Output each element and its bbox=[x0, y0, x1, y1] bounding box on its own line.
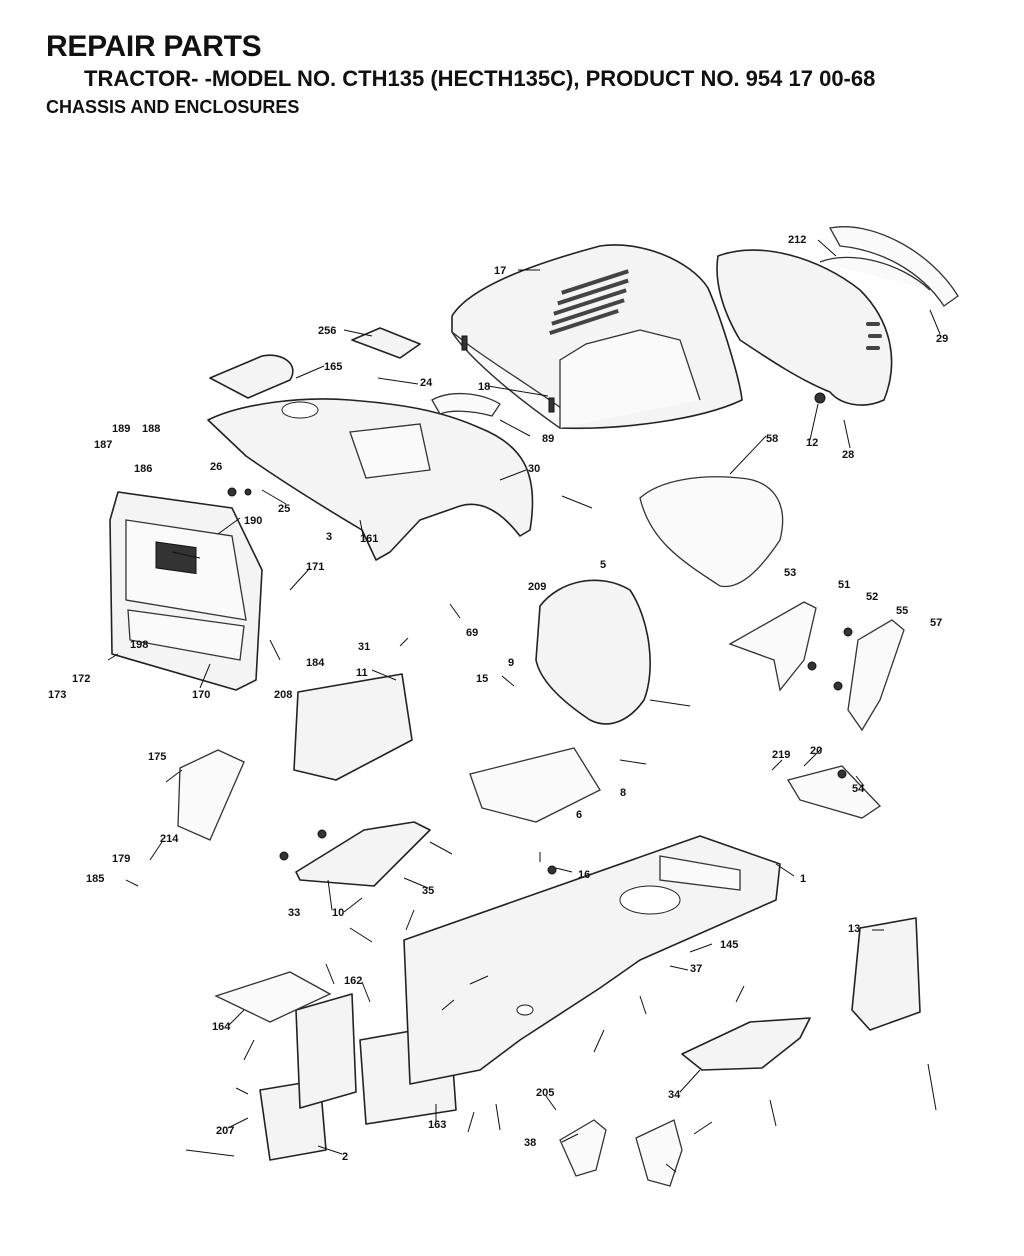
callout-38: 38 bbox=[524, 1137, 536, 1149]
callout-179: 179 bbox=[112, 853, 130, 865]
callout-209: 209 bbox=[528, 581, 546, 593]
callout-208: 208 bbox=[274, 689, 292, 701]
hood-drawing bbox=[451, 244, 743, 430]
callout-31: 31 bbox=[358, 641, 370, 653]
callout-10: 10 bbox=[332, 907, 344, 919]
callout-5: 5 bbox=[600, 559, 606, 571]
plate-175-drawing bbox=[177, 749, 245, 841]
callout-256: 256 bbox=[318, 325, 336, 337]
callout-214: 214 bbox=[160, 833, 179, 845]
callout-163: 163 bbox=[428, 1119, 446, 1131]
callout-164: 164 bbox=[212, 1021, 231, 1033]
part-drawings bbox=[109, 226, 959, 1187]
callout-173: 173 bbox=[48, 689, 66, 701]
callout-30: 30 bbox=[528, 463, 540, 475]
callout-16: 16 bbox=[578, 869, 590, 881]
callout-188: 188 bbox=[142, 423, 160, 435]
callout-186: 186 bbox=[134, 463, 152, 475]
callout-55: 55 bbox=[896, 605, 908, 617]
callout-54: 54 bbox=[852, 783, 865, 795]
callout-13: 13 bbox=[848, 923, 860, 935]
callout-187: 187 bbox=[94, 439, 112, 451]
callout-1: 1 bbox=[800, 873, 806, 885]
pedal-bracket-drawing bbox=[728, 601, 817, 692]
callout-34: 34 bbox=[668, 1089, 681, 1101]
callout-52: 52 bbox=[866, 591, 878, 603]
callout-28: 28 bbox=[842, 449, 854, 461]
callout-18: 18 bbox=[478, 381, 490, 393]
callout-161: 161 bbox=[360, 533, 378, 545]
callout-53: 53 bbox=[784, 567, 796, 579]
callout-6: 6 bbox=[576, 809, 582, 821]
callout-185: 185 bbox=[86, 873, 104, 885]
callout-184: 184 bbox=[306, 657, 325, 669]
callout-12: 12 bbox=[806, 437, 818, 449]
leader-lines bbox=[107, 239, 941, 1173]
bracket-55-drawing bbox=[847, 619, 905, 732]
plate-164-drawing bbox=[214, 971, 332, 1023]
bracket-20-drawing bbox=[786, 765, 882, 819]
dash-bracket-drawing bbox=[109, 491, 263, 691]
callout-69: 69 bbox=[466, 627, 478, 639]
tank-cover-drawing bbox=[535, 579, 651, 725]
callout-17: 17 bbox=[494, 265, 506, 277]
footrest-right-drawing bbox=[681, 1017, 811, 1071]
callout-11: 11 bbox=[356, 667, 368, 679]
section-title: CHASSIS AND ENCLOSURES bbox=[46, 97, 300, 117]
footrest-left-drawing bbox=[295, 821, 431, 887]
callout-172: 172 bbox=[72, 673, 90, 685]
page-title: REPAIR PARTS bbox=[46, 30, 262, 63]
callout-165: 165 bbox=[324, 361, 342, 373]
callout-8: 8 bbox=[620, 787, 626, 799]
callout-207: 207 bbox=[216, 1125, 234, 1137]
callout-175: 175 bbox=[148, 751, 166, 763]
callout-15: 15 bbox=[476, 673, 488, 685]
callout-58: 58 bbox=[766, 433, 778, 445]
callout-labels: 1 2 3 5 6 8 9 10 11 12 13 15 16 17 18 20… bbox=[48, 234, 948, 1163]
callout-189: 189 bbox=[112, 423, 130, 435]
frame-drawing bbox=[403, 835, 781, 1085]
model-line: TRACTOR- -MODEL NO. CTH135 (HECTH135C), … bbox=[84, 66, 876, 91]
dash-panel-drawing bbox=[207, 392, 534, 561]
bracket-11-drawing bbox=[293, 673, 413, 781]
callout-37: 37 bbox=[690, 963, 702, 975]
callout-170: 170 bbox=[192, 689, 210, 701]
callout-171: 171 bbox=[306, 561, 324, 573]
bracket-162-drawing bbox=[295, 993, 357, 1109]
callout-57: 57 bbox=[930, 617, 942, 629]
grille-drawing bbox=[716, 226, 959, 406]
callout-212: 212 bbox=[788, 234, 806, 246]
callout-25: 25 bbox=[278, 503, 290, 515]
callout-162: 162 bbox=[344, 975, 362, 987]
callout-9: 9 bbox=[508, 657, 514, 669]
callout-33: 33 bbox=[288, 907, 300, 919]
callout-205: 205 bbox=[536, 1087, 554, 1099]
callout-219: 219 bbox=[772, 749, 790, 761]
callout-51: 51 bbox=[838, 579, 850, 591]
cover-256-drawing bbox=[351, 327, 421, 359]
callout-29: 29 bbox=[936, 333, 948, 345]
bracket-13-drawing bbox=[851, 917, 921, 1031]
callout-35: 35 bbox=[422, 885, 434, 897]
callout-3: 3 bbox=[326, 531, 332, 543]
callout-89: 89 bbox=[542, 433, 554, 445]
callout-24: 24 bbox=[420, 377, 433, 389]
callout-190: 190 bbox=[244, 515, 262, 527]
callout-26: 26 bbox=[210, 461, 222, 473]
callout-145: 145 bbox=[720, 939, 738, 951]
callout-198: 198 bbox=[130, 639, 148, 651]
bracket-38-right-drawing bbox=[635, 1119, 683, 1187]
bracket-38-left-drawing bbox=[559, 1119, 607, 1177]
callout-20: 20 bbox=[810, 745, 822, 757]
callout-2: 2 bbox=[342, 1151, 348, 1163]
plate-6-drawing bbox=[469, 747, 601, 823]
shroud-drawing bbox=[639, 476, 784, 588]
cover-165-drawing bbox=[209, 354, 294, 399]
